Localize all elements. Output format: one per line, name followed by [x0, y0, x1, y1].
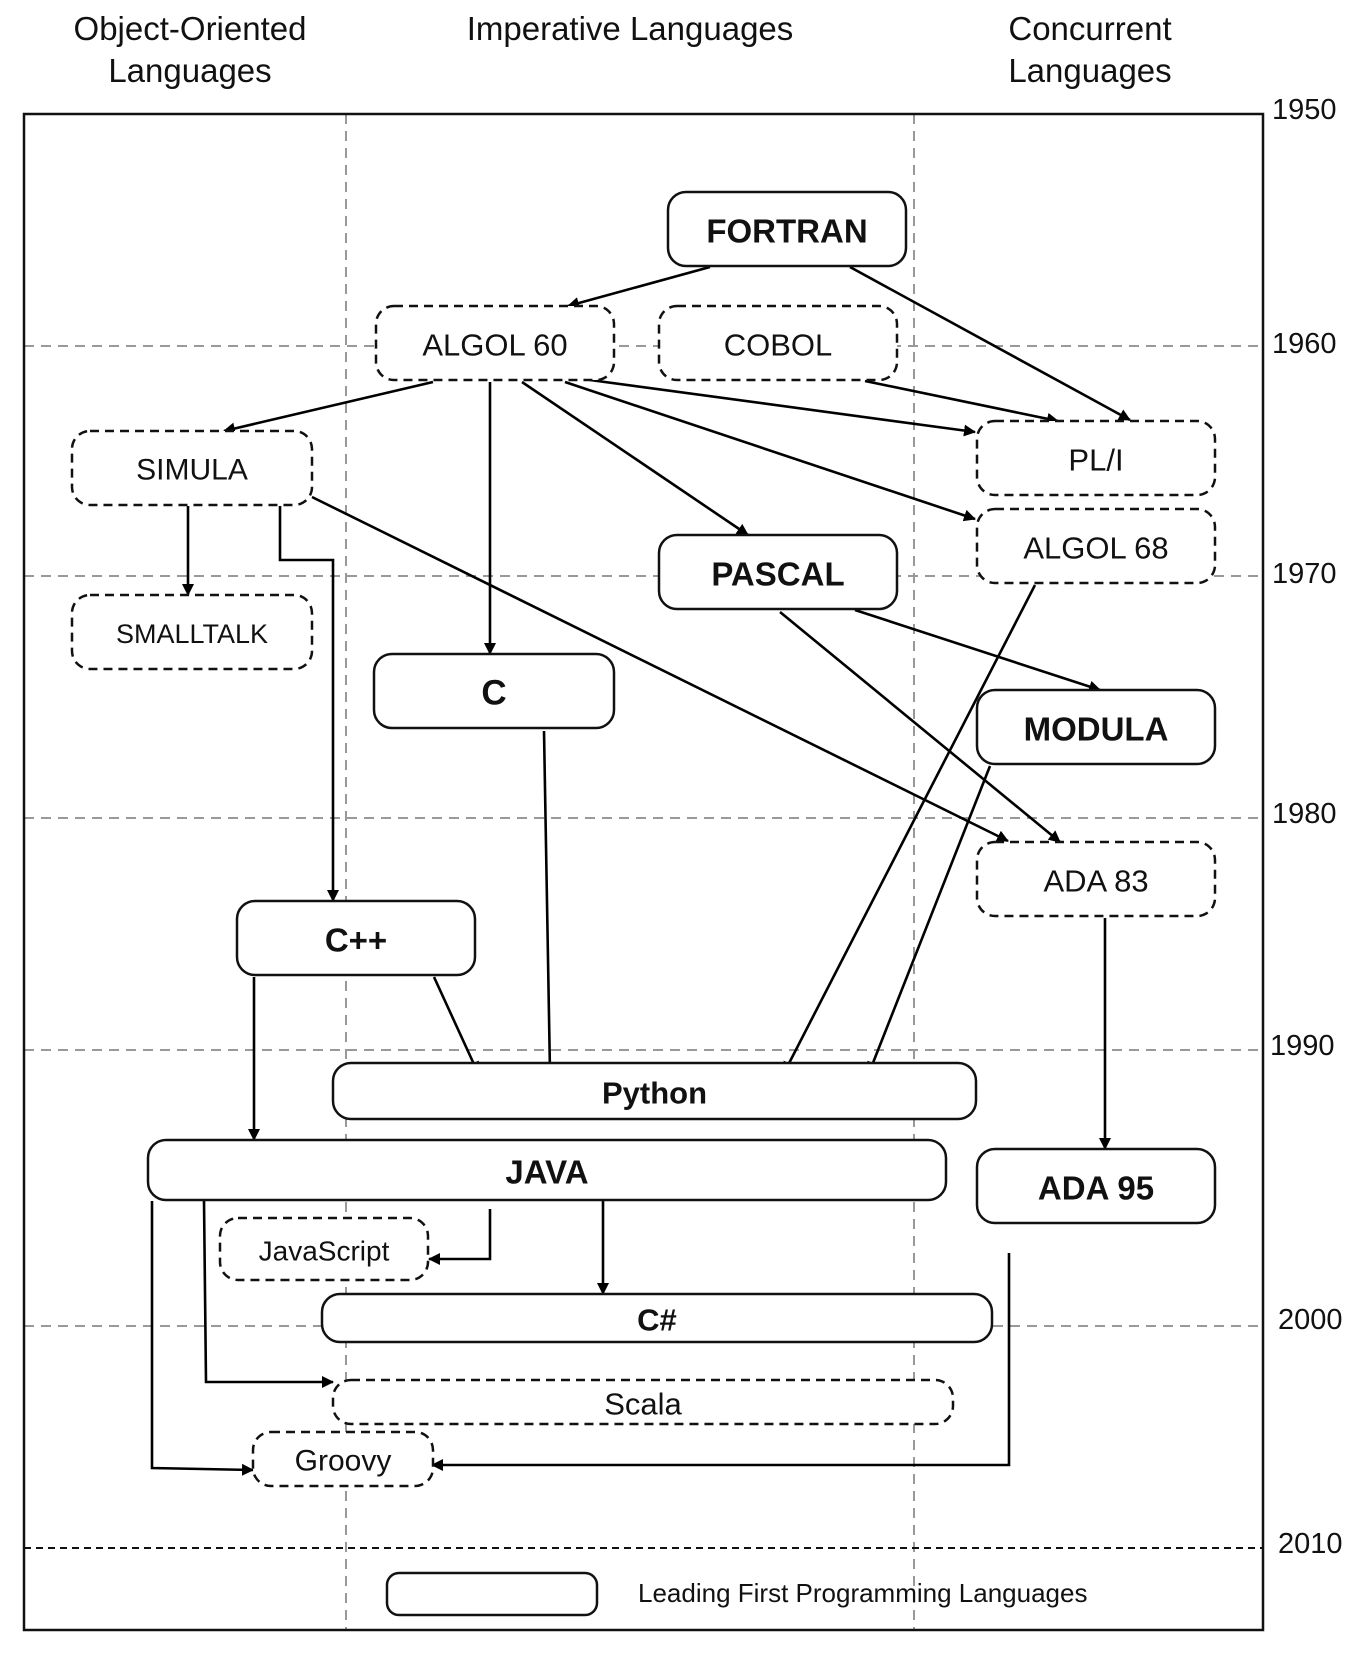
node-label: Python — [602, 1076, 707, 1111]
node-box — [235, 899, 477, 977]
node-box — [251, 1430, 435, 1488]
node-box — [331, 1061, 978, 1121]
edge-ada95-to-groovy — [431, 1253, 1011, 1471]
node-box — [372, 652, 616, 730]
year-label-2000: 2000 — [1278, 1304, 1343, 1336]
year-label-1960: 1960 — [1272, 328, 1337, 360]
edge-fortran-to-algol60 — [567, 265, 711, 309]
header-line-1: Imperative Languages — [466, 10, 794, 47]
node-fortran: FORTRAN — [666, 190, 908, 268]
node-cobol: COBOL — [657, 304, 899, 382]
year-label-1980: 1980 — [1272, 798, 1337, 830]
edge-simula-to-ada83 — [311, 495, 1009, 843]
node-label: Groovy — [295, 1445, 392, 1478]
node-box — [975, 507, 1217, 585]
node-ada83: ADA 83 — [975, 840, 1217, 918]
node-algol68: ALGOL 68 — [975, 507, 1217, 585]
edge-java-to-scala — [202, 1200, 334, 1388]
edge-algol60-to-pascal — [521, 380, 749, 537]
node-label: ALGOL 68 — [1023, 531, 1168, 566]
node-box — [657, 304, 899, 382]
edge-algol68-to-python — [782, 584, 1037, 1074]
node-box — [657, 533, 899, 611]
node-box — [975, 688, 1217, 766]
year-label-1950: 1950 — [1272, 94, 1337, 126]
year-label-1970: 1970 — [1272, 558, 1337, 590]
node-box — [975, 1147, 1217, 1225]
edge-fortran-to-pli — [849, 265, 1131, 422]
node-layer: FORTRAN ALGOL 60 COBOL SIMULA PL/I ALGOL 68 PA… — [70, 190, 1217, 1488]
column-header-object-oriented: Object-Oriented Languages — [40, 8, 340, 92]
edge-cpp-to-python — [432, 976, 480, 1074]
header-line-1: Object-Oriented — [73, 10, 307, 47]
node-label: ADA 95 — [1038, 1170, 1154, 1207]
edge-cobol-to-pli — [864, 379, 1059, 425]
node-label: ALGOL 60 — [422, 328, 567, 363]
node-label: C++ — [325, 922, 387, 959]
node-box — [374, 304, 616, 382]
diagram-frame — [22, 112, 1265, 1632]
node-scala: Scala — [331, 1378, 955, 1426]
node-label: C — [481, 674, 506, 713]
node-label: MODULA — [1024, 711, 1169, 748]
year-label-1990: 1990 — [1270, 1030, 1335, 1062]
grid-lines — [24, 114, 1263, 1630]
node-csharp: C# — [320, 1292, 994, 1344]
node-label: C# — [637, 1303, 677, 1338]
node-label: PASCAL — [711, 556, 844, 593]
header-line-1: Concurrent — [1008, 10, 1172, 47]
node-label: SIMULA — [136, 454, 248, 487]
edge-layer — [150, 265, 1131, 1476]
node-label: JAVA — [505, 1154, 588, 1191]
edge-java-to-groovy — [150, 1201, 254, 1476]
header-line-2: Languages — [1008, 52, 1172, 89]
node-algol60: ALGOL 60 — [374, 304, 616, 382]
node-box — [70, 429, 314, 507]
year-label-2010: 2010 — [1278, 1528, 1343, 1560]
column-header-concurrent: Concurrent Languages — [960, 8, 1220, 92]
node-box — [666, 190, 908, 268]
node-ada95: ADA 95 — [975, 1147, 1217, 1225]
node-c: C — [372, 652, 616, 730]
node-groovy: Groovy — [251, 1430, 435, 1488]
node-python: Python — [331, 1061, 978, 1121]
legend — [385, 1571, 599, 1617]
edge-modula-to-python — [867, 765, 992, 1074]
node-box — [975, 419, 1217, 497]
node-simula: SIMULA — [70, 429, 314, 507]
node-modula: MODULA — [975, 688, 1217, 766]
edge-pascal-to-modula — [854, 608, 1101, 693]
node-label: Scala — [604, 1387, 682, 1422]
node-box — [320, 1292, 994, 1344]
node-java: JAVA — [146, 1138, 948, 1202]
legend-label: Leading First Programming Languages — [638, 1578, 1088, 1608]
node-box — [975, 840, 1217, 918]
node-smalltalk: SMALLTALK — [70, 593, 314, 671]
node-label: COBOL — [724, 328, 833, 363]
node-label: SMALLTALK — [116, 619, 268, 649]
column-header-imperative: Imperative Languages — [430, 8, 830, 50]
edge-algol60-to-simula — [223, 380, 434, 435]
legend-swatch — [385, 1571, 599, 1617]
node-label: JavaScript — [259, 1236, 390, 1267]
node-box — [146, 1138, 948, 1202]
node-label: ADA 83 — [1043, 864, 1148, 899]
header-line-2: Languages — [108, 52, 272, 89]
edge-pascal-to-ada83 — [779, 610, 1061, 844]
node-box — [70, 593, 314, 671]
node-pascal: PASCAL — [657, 533, 899, 611]
edge-simula-to-cpp — [278, 506, 339, 902]
node-javascript: JavaScript — [218, 1216, 430, 1282]
edge-c-to-python — [542, 730, 556, 1074]
edge-algol60-to-algol68 — [564, 380, 976, 522]
node-box — [331, 1378, 955, 1426]
node-cpp: C++ — [235, 899, 477, 977]
edge-java-to-javascript — [428, 1209, 492, 1265]
edge-algol60-to-pli — [589, 378, 976, 437]
node-box — [218, 1216, 430, 1282]
node-label: PL/I — [1068, 443, 1123, 478]
node-pli: PL/I — [975, 419, 1217, 497]
node-label: FORTRAN — [706, 213, 867, 250]
